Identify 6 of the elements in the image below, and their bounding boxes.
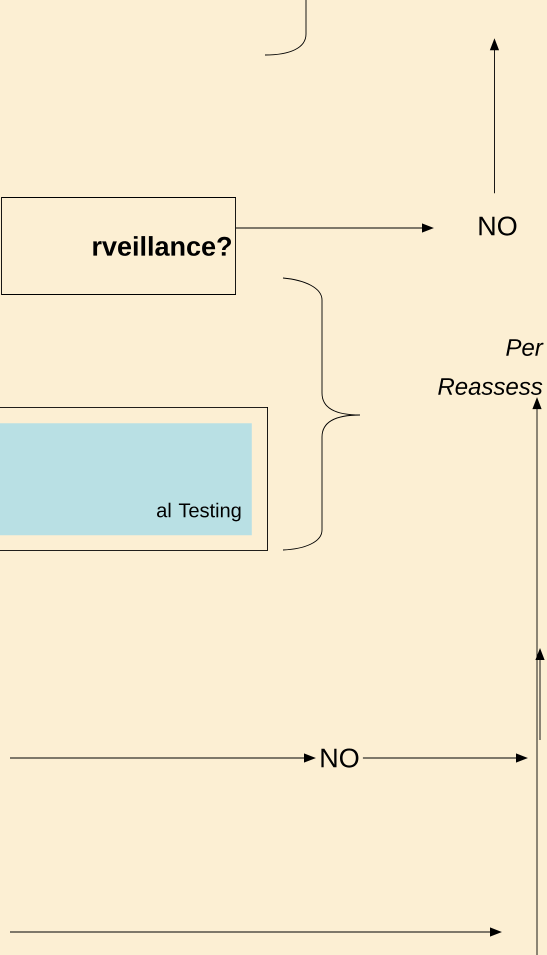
process-box [0,407,268,551]
label-text: NO [321,748,358,768]
process-box: rveillance? [1,197,236,295]
label-text: NO [479,216,516,236]
label-text: Per Reassess [438,339,544,395]
inner-box: al Testing [0,423,252,536]
